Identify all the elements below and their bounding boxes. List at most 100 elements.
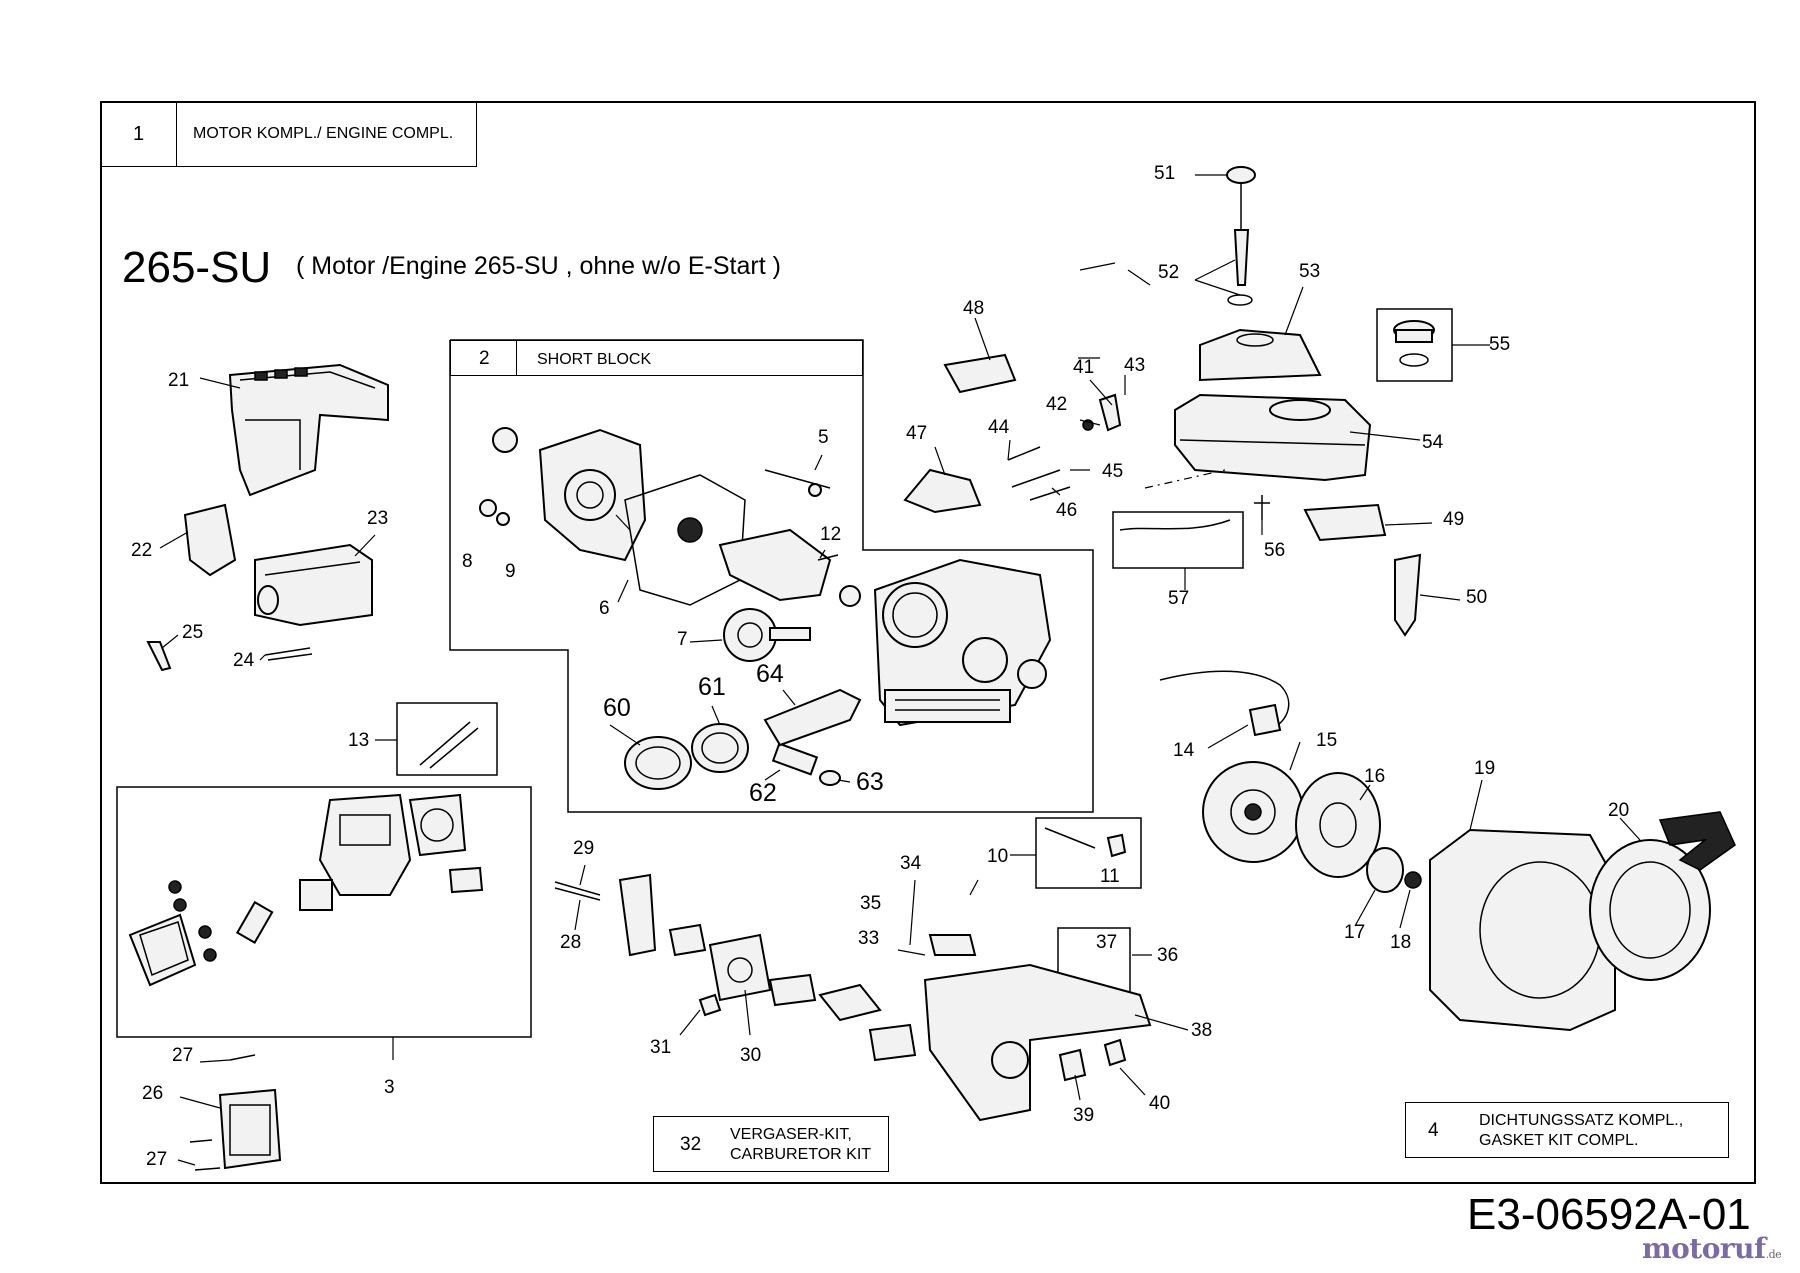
part-label-28: 28 bbox=[560, 932, 582, 953]
part-label-38: 38 bbox=[1191, 1020, 1213, 1041]
part-label-41: 41 bbox=[1073, 357, 1095, 378]
part-label-49: 49 bbox=[1443, 509, 1465, 530]
short-block-divider bbox=[516, 341, 517, 376]
gasket-kit-label-2: GASKET KIT COMPL. bbox=[1479, 1132, 1639, 1149]
part-label-52: 52 bbox=[1158, 262, 1180, 283]
carburetor-kit-number: 32 bbox=[680, 1134, 702, 1155]
part-16-fan bbox=[1295, 772, 1381, 878]
part-label-23: 23 bbox=[367, 508, 389, 529]
crankcase-cover bbox=[492, 427, 647, 562]
short-block-label: SHORT BLOCK bbox=[537, 351, 652, 368]
diagram-frame bbox=[100, 101, 1756, 1184]
part-label-24: 24 bbox=[233, 650, 255, 671]
part-13-box bbox=[396, 702, 498, 776]
model-description: ( Motor /Engine 265-SU , ohne w/o E-Star… bbox=[296, 252, 781, 280]
part-label-10: 10 bbox=[987, 846, 1009, 867]
part-label-64: 64 bbox=[756, 660, 784, 688]
part-label-22: 22 bbox=[131, 540, 153, 561]
part-label-7: 7 bbox=[677, 629, 688, 650]
part-label-39: 39 bbox=[1073, 1105, 1095, 1126]
part-47-throttle bbox=[903, 468, 982, 514]
part-label-6: 6 bbox=[599, 598, 610, 619]
short-block-header: 2 SHORT BLOCK bbox=[450, 340, 863, 376]
part-label-40: 40 bbox=[1149, 1093, 1171, 1114]
carburetor-kit-label-2: CARBURETOR KIT bbox=[730, 1146, 872, 1163]
part-label-17: 17 bbox=[1344, 922, 1366, 943]
part-label-34: 34 bbox=[900, 853, 922, 874]
cylinder-head-group-box bbox=[116, 786, 532, 1038]
part-22-23-muffler bbox=[183, 503, 373, 627]
part-label-27-bottom: 27 bbox=[146, 1149, 168, 1170]
part-label-3: 3 bbox=[384, 1077, 395, 1098]
part-label-50: 50 bbox=[1466, 587, 1488, 608]
part-20-recoil-starter bbox=[1589, 811, 1736, 981]
part-label-53: 53 bbox=[1299, 261, 1321, 282]
part-26-valve-cover bbox=[218, 1088, 282, 1170]
part-label-60: 60 bbox=[603, 694, 631, 722]
part-48-bracket bbox=[943, 353, 1017, 394]
part-55-cap bbox=[1393, 320, 1435, 367]
part-label-51: 51 bbox=[1154, 163, 1176, 184]
part-label-18: 18 bbox=[1390, 932, 1412, 953]
short-block-number: 2 bbox=[479, 348, 490, 369]
part-50-lever bbox=[1394, 553, 1422, 637]
part-21-shroud bbox=[228, 363, 389, 497]
part-label-44: 44 bbox=[988, 417, 1010, 438]
part-51-fuel-cap bbox=[1226, 166, 1256, 306]
part-label-31: 31 bbox=[650, 1037, 672, 1058]
cylinder-head bbox=[128, 793, 484, 987]
part-label-27-top: 27 bbox=[172, 1045, 194, 1066]
part-label-46: 46 bbox=[1056, 500, 1078, 521]
part-label-13: 13 bbox=[348, 730, 370, 751]
carburetor-kit-label-1: VERGASER-KIT, bbox=[730, 1126, 852, 1143]
leader-lines bbox=[159, 174, 1641, 1166]
part-label-48: 48 bbox=[963, 298, 985, 319]
part-54-fuel-tank bbox=[1174, 393, 1372, 482]
part-label-16: 16 bbox=[1364, 766, 1386, 787]
part-label-8: 8 bbox=[462, 551, 473, 572]
part-15-flywheel bbox=[1202, 761, 1304, 863]
part-49-bracket bbox=[1303, 503, 1387, 542]
part-label-5: 5 bbox=[818, 427, 829, 448]
brand-logo: motoruf.de bbox=[1642, 1232, 1782, 1265]
part-label-20: 20 bbox=[1608, 800, 1630, 821]
part-label-54: 54 bbox=[1422, 432, 1444, 453]
brand-name: motoruf bbox=[1642, 1232, 1766, 1265]
part-label-14: 14 bbox=[1173, 740, 1195, 761]
part-10-box bbox=[1035, 817, 1142, 889]
part-label-43: 43 bbox=[1124, 355, 1146, 376]
part-label-12: 12 bbox=[820, 524, 842, 545]
part-57-box bbox=[1112, 511, 1244, 569]
part-label-45: 45 bbox=[1102, 461, 1124, 482]
carburetor-assembly bbox=[618, 873, 917, 1062]
short-block-outline bbox=[449, 339, 1094, 813]
part-38-air-cleaner bbox=[923, 934, 1152, 1122]
model-title: 265-SU bbox=[122, 243, 272, 292]
part-label-47: 47 bbox=[906, 423, 928, 444]
engine-block bbox=[873, 558, 1052, 727]
gasket-kit-box: 4 DICHTUNGSSATZ KOMPL., GASKET KIT COMPL… bbox=[1405, 1102, 1729, 1158]
assembly-header: 1 MOTOR KOMPL./ ENGINE COMPL. bbox=[101, 103, 477, 167]
assembly-label: MOTOR KOMPL./ ENGINE COMPL. bbox=[193, 125, 454, 142]
part-label-15: 15 bbox=[1316, 730, 1338, 751]
part-label-19: 19 bbox=[1474, 758, 1496, 779]
gasket-kit-number: 4 bbox=[1428, 1120, 1439, 1141]
part-label-35: 35 bbox=[860, 893, 882, 914]
gasket-kit-label-1: DICHTUNGSSATZ KOMPL., bbox=[1479, 1112, 1684, 1129]
document-id: E3-06592A-01 bbox=[1467, 1190, 1751, 1239]
part-label-33: 33 bbox=[858, 928, 880, 949]
camshaft-7 bbox=[723, 608, 811, 662]
piston-parts bbox=[624, 688, 862, 790]
part-label-21: 21 bbox=[168, 370, 190, 391]
part-17-cup bbox=[1366, 847, 1404, 893]
carburetor-kit-box: 32 VERGASER-KIT, CARBURETOR KIT bbox=[653, 1116, 889, 1172]
part-label-11: 11 bbox=[1100, 866, 1120, 887]
part-label-55: 55 bbox=[1489, 334, 1511, 355]
part-label-62: 62 bbox=[749, 779, 777, 807]
assembly-number: 1 bbox=[101, 103, 177, 166]
part-label-56: 56 bbox=[1264, 540, 1286, 561]
crankshaft bbox=[718, 528, 861, 607]
part-label-63: 63 bbox=[856, 768, 884, 796]
part-label-36: 36 bbox=[1157, 945, 1179, 966]
